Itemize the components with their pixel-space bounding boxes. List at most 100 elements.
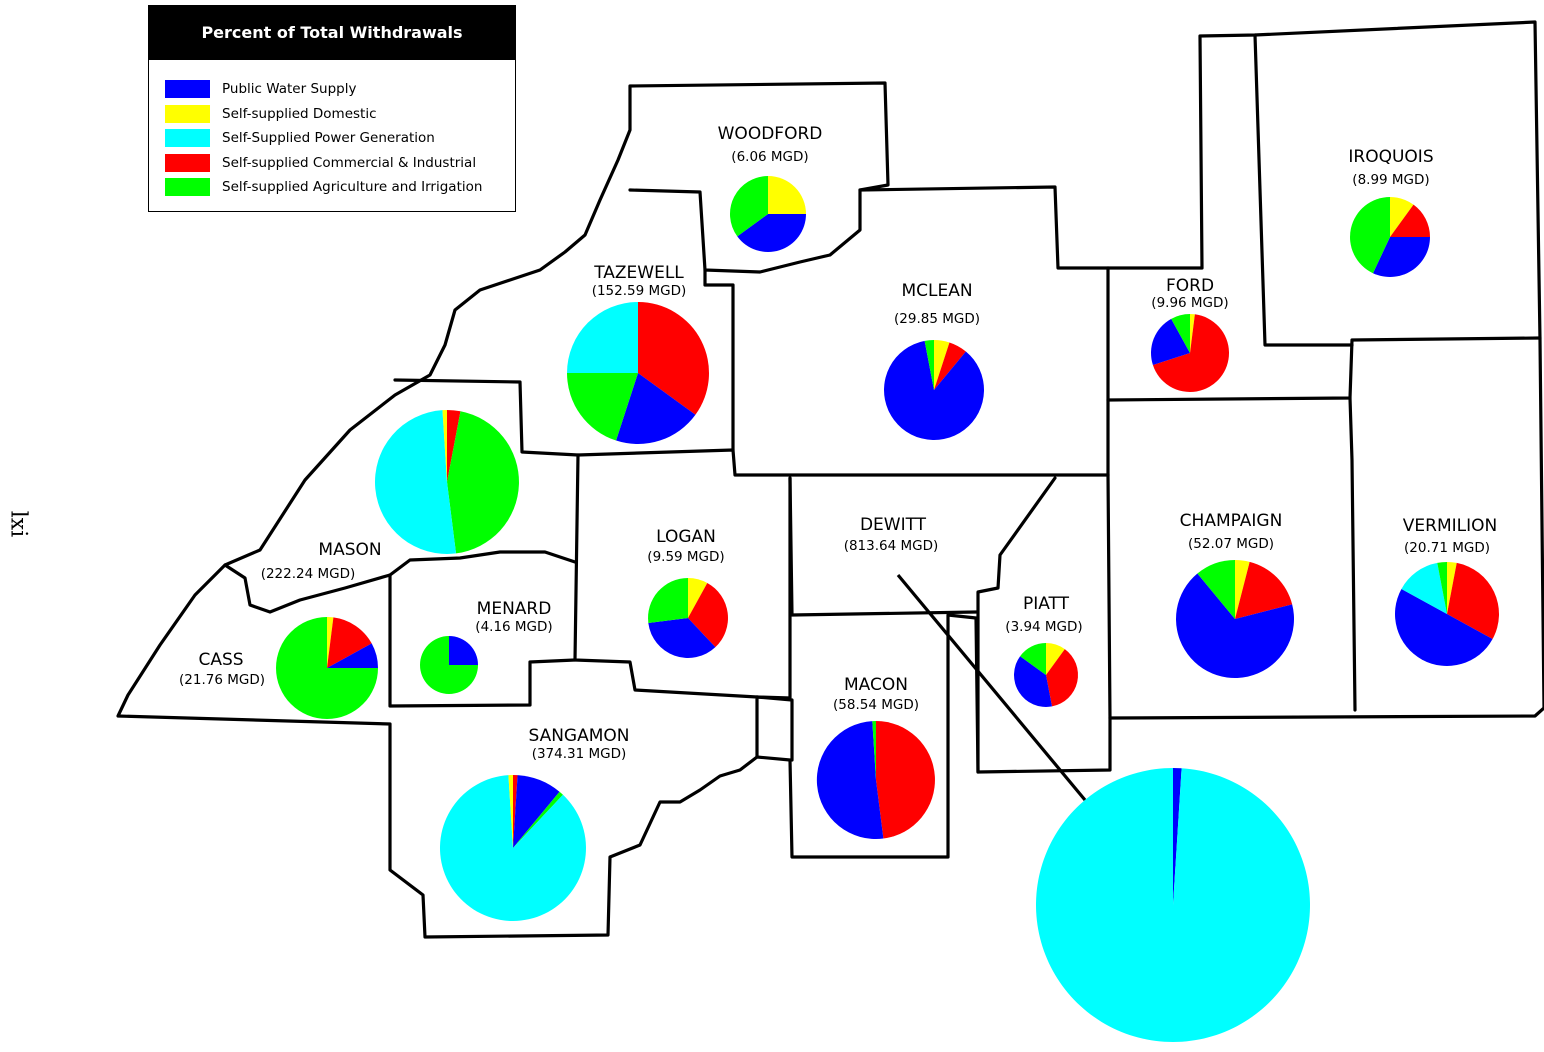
region-outline bbox=[116, 20, 1544, 939]
pie-slice-agriculture bbox=[447, 411, 519, 554]
pie-slice-agriculture bbox=[420, 636, 478, 694]
legend-items: Public Water Supply Self-supplied Domest… bbox=[149, 60, 515, 200]
county-labels: WOODFORD(6.06 MGD)TAZEWELL(152.59 MGD)MC… bbox=[179, 124, 1497, 762]
county-withdrawal-piatt: (3.94 MGD) bbox=[1005, 619, 1082, 635]
county-withdrawal-sangamon: (374.31 MGD) bbox=[532, 746, 627, 762]
pie-slice-domestic bbox=[327, 617, 334, 668]
county-withdrawal-vermilion: (20.71 MGD) bbox=[1404, 540, 1490, 556]
pie-slice-agriculture bbox=[1020, 643, 1046, 675]
pie-slice-public bbox=[1394, 588, 1493, 667]
legend-item-power-generation: Self-Supplied Power Generation bbox=[165, 126, 515, 151]
pie-slice-public bbox=[648, 618, 716, 658]
county-name-macon: MACON bbox=[844, 675, 908, 695]
county-withdrawal-cass: (21.76 MGD) bbox=[179, 672, 265, 688]
pie-slice-agriculture bbox=[1171, 314, 1190, 353]
pie-slice-commercial bbox=[934, 342, 966, 390]
pie-sangamon bbox=[439, 775, 586, 921]
boundary-piatt-dewitt bbox=[976, 476, 1057, 774]
county-name-dewitt: DEWITT bbox=[860, 515, 927, 535]
pie-charts bbox=[276, 176, 1500, 1042]
pie-slice-public bbox=[1173, 768, 1182, 905]
county-name-champaign: CHAMPAIGN bbox=[1180, 511, 1283, 531]
pie-woodford bbox=[729, 176, 806, 253]
pie-mclean bbox=[884, 340, 985, 441]
pie-piatt bbox=[1013, 643, 1078, 707]
pie-vermilion bbox=[1394, 562, 1500, 667]
pie-slice-domestic bbox=[1046, 643, 1065, 675]
county-withdrawal-iroquois: (8.99 MGD) bbox=[1352, 172, 1429, 188]
county-withdrawal-logan: (9.59 MGD) bbox=[647, 549, 724, 565]
pie-slice-public bbox=[1151, 318, 1190, 366]
pie-slice-domestic bbox=[688, 578, 708, 618]
boundary-champaign-west bbox=[1106, 473, 1112, 720]
pie-slice-commercial bbox=[513, 775, 518, 848]
boundary-ford-south bbox=[1106, 336, 1542, 402]
pie-cass bbox=[276, 617, 378, 719]
legend-item-domestic: Self-supplied Domestic bbox=[165, 102, 515, 127]
pie-slice-public bbox=[1013, 656, 1052, 707]
boundary-iroquois-west bbox=[1253, 33, 1354, 347]
county-name-iroquois: IROQUOIS bbox=[1348, 147, 1433, 167]
legend-item-public-water-supply: Public Water Supply bbox=[165, 77, 515, 102]
pie-slice-domestic bbox=[1390, 197, 1414, 237]
pie-tazewell bbox=[566, 302, 709, 445]
county-name-piatt: PIATT bbox=[1023, 594, 1070, 614]
legend-swatch bbox=[165, 153, 210, 172]
pie-mason bbox=[374, 409, 519, 554]
pie-slice-commercial bbox=[1235, 561, 1293, 619]
pie-slice-agriculture bbox=[1197, 560, 1235, 619]
pie-slice-agriculture bbox=[276, 617, 378, 719]
county-name-mclean: MCLEAN bbox=[901, 281, 972, 301]
pie-slice-agriculture bbox=[648, 578, 688, 624]
pie-slice-domestic bbox=[442, 409, 447, 482]
boundary-menard bbox=[388, 573, 577, 708]
pie-slice-public bbox=[1372, 237, 1430, 277]
dewitt-leader-line bbox=[896, 573, 1087, 802]
legend-label: Public Water Supply bbox=[222, 81, 357, 98]
pie-slice-domestic bbox=[768, 176, 806, 214]
county-name-woodford: WOODFORD bbox=[718, 124, 823, 144]
county-name-sangamon: SANGAMON bbox=[528, 726, 629, 746]
pie-slice-agriculture bbox=[1350, 197, 1390, 274]
pie-slice-public bbox=[327, 643, 378, 668]
pie-slice-public bbox=[513, 775, 560, 848]
pie-slice-commercial bbox=[1152, 314, 1230, 393]
pie-logan bbox=[648, 578, 728, 658]
legend-swatch bbox=[165, 80, 210, 99]
county-withdrawal-champaign: (52.07 MGD) bbox=[1188, 536, 1274, 552]
leader-line bbox=[896, 573, 1087, 802]
pie-slice-commercial bbox=[638, 302, 709, 415]
pie-slice-power bbox=[567, 302, 638, 373]
legend-swatch bbox=[165, 178, 210, 197]
pie-slice-agriculture bbox=[566, 373, 638, 441]
pie-menard bbox=[420, 636, 478, 694]
boundary-macon-logan bbox=[755, 695, 794, 762]
pie-slice-agriculture bbox=[729, 176, 768, 237]
pie-slice-domestic bbox=[1190, 314, 1195, 353]
legend-label: Self-supplied Domestic bbox=[222, 105, 377, 122]
legend-title: Percent of Total Withdrawals bbox=[149, 6, 515, 60]
pie-slice-public bbox=[816, 721, 884, 840]
pie-slice-agriculture bbox=[513, 791, 563, 848]
pie-slice-power bbox=[1401, 562, 1447, 614]
pie-slice-commercial bbox=[327, 617, 372, 668]
pie-macon bbox=[816, 721, 935, 840]
county-name-mason: MASON bbox=[318, 540, 381, 560]
county-withdrawal-ford: (9.96 MGD) bbox=[1151, 295, 1228, 311]
pie-slice-commercial bbox=[1447, 562, 1500, 640]
legend-item-agriculture-irrigation: Self-supplied Agriculture and Irrigation bbox=[165, 175, 515, 200]
pie-slice-commercial bbox=[1390, 204, 1430, 237]
pie-slice-agriculture bbox=[872, 721, 876, 780]
county-boundaries bbox=[116, 20, 1544, 939]
county-name-vermilion: VERMILION bbox=[1403, 516, 1497, 536]
boundary-tazewell-mclean bbox=[703, 268, 735, 452]
county-withdrawal-dewitt: (813.64 MGD) bbox=[844, 538, 939, 554]
legend: Percent of Total Withdrawals Public Wate… bbox=[148, 5, 516, 212]
pie-slice-public bbox=[616, 373, 696, 445]
county-name-logan: LOGAN bbox=[656, 527, 716, 547]
pie-slice-power bbox=[374, 410, 457, 554]
pie-slice-domestic bbox=[934, 340, 950, 390]
county-withdrawal-tazewell: (152.59 MGD) bbox=[592, 283, 687, 299]
pie-slice-power bbox=[439, 775, 586, 921]
